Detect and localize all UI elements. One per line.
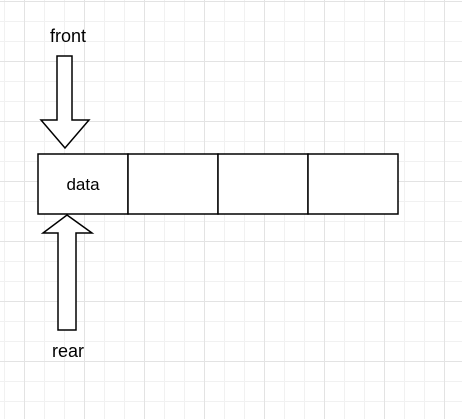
rear-arrow [40,214,95,331]
queue-cell-2 [127,153,219,215]
queue-cell-3 [217,153,309,215]
front-label: front [50,26,87,46]
front-arrow [39,55,91,150]
rear-label: rear [52,341,85,361]
queue-cell-1 [37,153,129,215]
queue-cell-4 [307,153,399,215]
queue-cell-1-text: data [66,175,100,194]
